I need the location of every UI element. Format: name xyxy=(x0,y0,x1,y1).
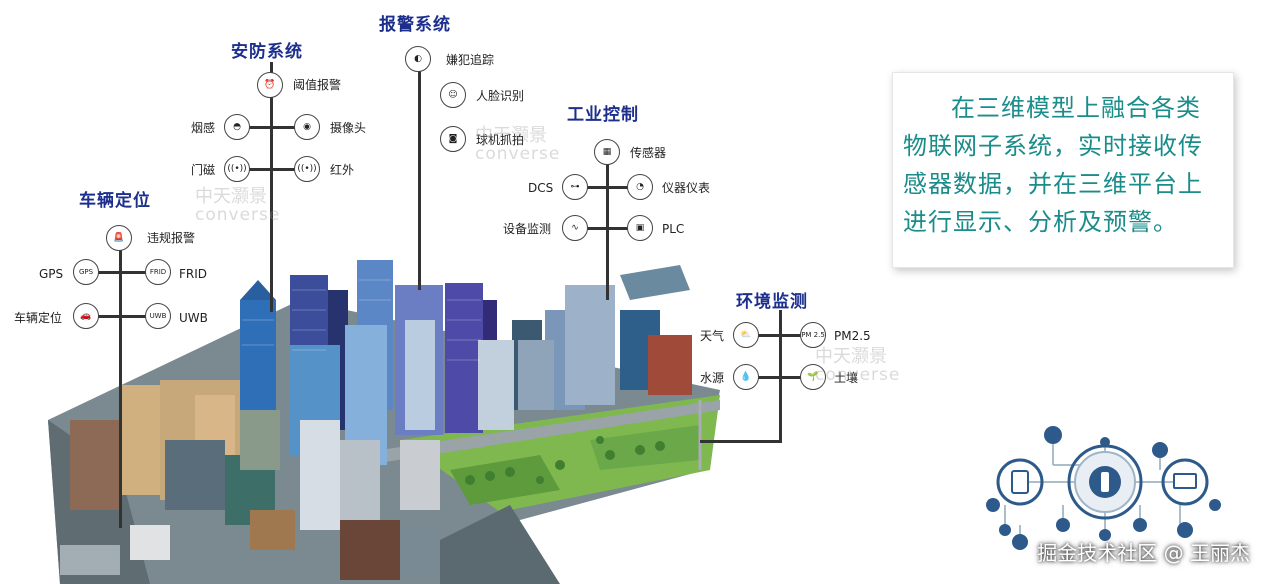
plc-label: PLC xyxy=(662,222,685,236)
smoke-detector-icon: ◓ xyxy=(224,114,250,140)
description-text: 在三维模型上融合各类物联网子系统，实时接收传感器数据，并在三维平台上进行显示、分… xyxy=(903,94,1203,236)
frid-pin-icon: FRID xyxy=(145,259,171,285)
soil-label: 土壤 xyxy=(834,371,859,385)
car-icon: 🚗 xyxy=(73,303,99,329)
face-recognition-icon: ☺ xyxy=(440,82,466,108)
weather-label: 天气 xyxy=(700,329,725,343)
vehicle-positioning-title: 车辆定位 xyxy=(79,191,151,211)
watermark: 中天灏景 converse xyxy=(815,346,901,385)
watermark-cn: 中天灏景 xyxy=(195,186,267,207)
watermark-en: converse xyxy=(475,144,561,164)
industrial-branch-line xyxy=(575,186,640,189)
sensor-label: 传感器 xyxy=(630,146,667,160)
watermark: 中天灏景 converse xyxy=(475,125,561,164)
gps-label: GPS xyxy=(39,267,64,281)
industrial-trunk-line xyxy=(606,150,609,300)
uwb-label: UWB xyxy=(179,311,208,325)
pm25-icon: PM 2.5 xyxy=(800,322,826,348)
industrial-branch-line xyxy=(575,227,640,230)
water-source-label: 水源 xyxy=(700,371,725,385)
dcs-network-icon: ⊶ xyxy=(562,174,588,200)
camera-label: 摄像头 xyxy=(330,121,367,135)
source-credit: 掘金技术社区 @ 王丽杰 xyxy=(1037,541,1250,565)
monitor-wave-icon: ∿ xyxy=(562,215,588,241)
vehicle-positioning-label: 车辆定位 xyxy=(14,311,63,325)
threshold-alarm-label: 阈值报警 xyxy=(293,78,342,92)
suspect-tracking-icon: ◐ xyxy=(405,46,431,72)
alarm-bell-icon: ⏰ xyxy=(257,72,283,98)
camera-icon: ◉ xyxy=(294,114,320,140)
watermark-cn: 中天灏景 xyxy=(815,346,887,367)
dome-camera-icon: ◙ xyxy=(440,126,466,152)
violation-alarm-label: 违规报警 xyxy=(147,231,196,245)
water-drop-icon: 💧 xyxy=(733,364,759,390)
infrared-icon: ((•)) xyxy=(294,156,320,182)
watermark: 中天灏景 converse xyxy=(195,186,281,225)
suspect-tracking-label: 嫌犯追踪 xyxy=(446,53,495,67)
watermark-cn: 中天灏景 xyxy=(475,125,547,146)
gauge-icon: ◔ xyxy=(627,174,653,200)
environment-monitoring-title: 环境监测 xyxy=(736,292,808,312)
soil-sprout-icon: 🌱 xyxy=(800,364,826,390)
smoke-label: 烟感 xyxy=(191,121,216,135)
alarm-trunk-line xyxy=(418,60,421,290)
frid-label: FRID xyxy=(179,267,208,281)
environment-branch-line xyxy=(745,334,813,337)
industrial-control-title: 工业控制 xyxy=(567,105,639,125)
siren-icon: 🚨 xyxy=(106,225,132,251)
environment-to-city-line xyxy=(700,440,782,443)
security-system-title: 安防系统 xyxy=(231,42,303,62)
instrument-label: 仪器仪表 xyxy=(662,181,711,195)
uwb-pin-icon: UWB xyxy=(145,303,171,329)
plc-icon: ▣ xyxy=(627,215,653,241)
watermark-en: converse xyxy=(195,205,281,225)
dcs-label: DCS xyxy=(528,181,554,195)
infrared-label: 红外 xyxy=(330,163,355,177)
watermark-en: converse xyxy=(815,365,901,385)
door-sensor-icon: ((•)) xyxy=(224,156,250,182)
weather-icon: ⛅ xyxy=(733,322,759,348)
security-trunk-line xyxy=(270,62,273,312)
iot-network-illustration xyxy=(986,426,1221,550)
security-branch-line xyxy=(237,168,307,171)
face-recognition-label: 人脸识别 xyxy=(476,89,525,103)
alarm-system-title: 报警系统 xyxy=(379,15,451,35)
vehicle-branch-line xyxy=(85,271,157,274)
door-sensor-label: 门磁 xyxy=(191,163,216,177)
security-branch-line xyxy=(237,126,307,129)
vehicle-branch-line xyxy=(85,315,157,318)
vehicle-trunk-line xyxy=(119,238,122,528)
sensor-icon: ▦ xyxy=(594,139,620,165)
equipment-monitor-label: 设备监测 xyxy=(503,222,552,236)
pm25-label: PM2.5 xyxy=(834,329,871,343)
dome-capture-label: 球机抓拍 xyxy=(476,133,525,147)
environment-branch-line xyxy=(745,376,813,379)
gps-pin-icon: GPS xyxy=(73,259,99,285)
description-panel: 在三维模型上融合各类物联网子系统，实时接收传感器数据，并在三维平台上进行显示、分… xyxy=(892,72,1234,268)
